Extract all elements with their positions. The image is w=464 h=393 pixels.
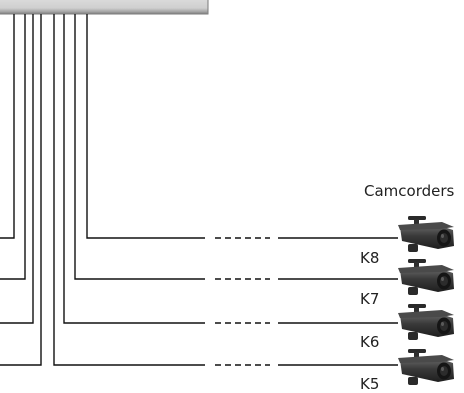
wire-left-2 bbox=[0, 14, 26, 280]
camera-label-k8: K8 bbox=[360, 249, 380, 267]
bullet-camera-icon bbox=[398, 259, 454, 295]
bullet-camera-icon bbox=[398, 304, 454, 340]
camera-label-k6: K6 bbox=[360, 333, 380, 351]
wire-k5 bbox=[53, 14, 205, 366]
legend-label-camcorders: Camcorders bbox=[364, 182, 455, 200]
wire-k6 bbox=[63, 14, 205, 324]
wire-left-1 bbox=[0, 14, 15, 239]
camera-label-k7: K7 bbox=[360, 290, 380, 308]
bullet-camera-icon bbox=[398, 349, 454, 385]
wire-k8 bbox=[86, 14, 205, 239]
wire-left-3 bbox=[0, 14, 34, 324]
wires bbox=[0, 14, 398, 366]
bullet-camera-icon bbox=[398, 216, 454, 252]
camera-label-k5: K5 bbox=[360, 375, 380, 393]
recorder-device bbox=[0, 0, 209, 15]
wire-left-4 bbox=[0, 14, 42, 366]
wire-k7 bbox=[74, 14, 205, 280]
